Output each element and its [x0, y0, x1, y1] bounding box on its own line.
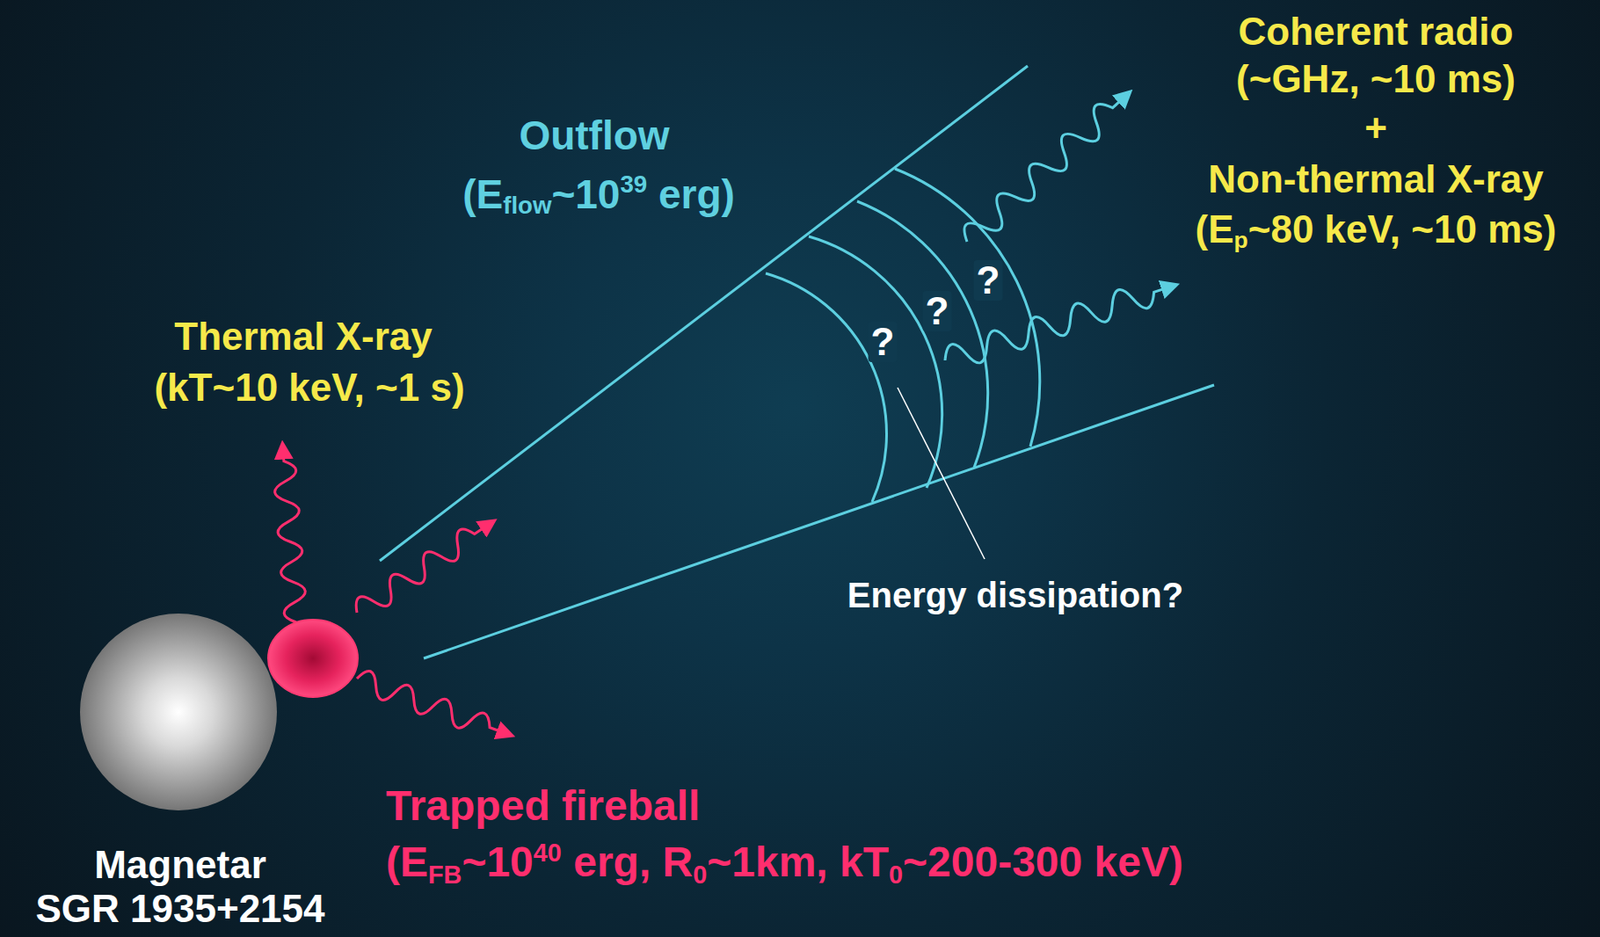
emission-title: Thermal X-ray — [174, 314, 432, 360]
emission-parameters: (~GHz, ~10 ms) — [1236, 57, 1516, 102]
fireball-title: Trapped fireball — [385, 781, 700, 830]
trapped-fireball-shape — [268, 619, 358, 698]
dissipation-note: Energy dissipation? — [847, 574, 1184, 616]
subscript: flow — [502, 191, 552, 219]
leader-line — [897, 387, 985, 560]
subscript: p — [1234, 226, 1249, 254]
outflow-shell — [894, 168, 1040, 447]
question-mark: ? — [923, 290, 953, 332]
photon-wave — [353, 668, 511, 745]
emission-parameters: (kT~10 keV, ~1 s) — [153, 365, 465, 411]
trapped-fireball-outline — [266, 618, 360, 699]
magnetar-name: Magnetar — [94, 843, 267, 888]
magnetar-sphere: MagnetarSGR 1935+2154 — [79, 612, 278, 812]
emission-title: Coherent radio — [1238, 9, 1514, 55]
outflow-energy: (Eflow~1039 erg) — [462, 171, 735, 219]
photon-wave — [271, 449, 308, 624]
emission-wave — [958, 86, 1135, 252]
trapped-fireball: Trapped fireball(EFB~1040 erg, R0~1km, k… — [266, 618, 360, 699]
outflow-shell — [808, 236, 943, 488]
subscript: 0 — [888, 860, 903, 889]
outflow-title: Outflow — [518, 112, 670, 160]
outflow-shell — [765, 273, 887, 502]
emission-title: Non-thermal X-ray — [1207, 157, 1543, 203]
magnetar-sphere-outline — [79, 612, 278, 812]
fireball-parameters: (EFB~1040 erg, R0~1km, kT0~200-300 keV) — [385, 837, 1184, 887]
magnetar-sphere-shape — [80, 613, 277, 811]
subscript: FB — [428, 860, 462, 889]
outflow-cone-edge — [379, 65, 1028, 561]
superscript: 40 — [533, 838, 562, 867]
question-mark: ? — [868, 321, 898, 363]
superscript: 39 — [619, 170, 648, 198]
subscript: 0 — [692, 860, 707, 889]
question-mark: ? — [974, 260, 1004, 301]
photon-wave — [350, 515, 496, 623]
magnetar-designation: SGR 1935+2154 — [35, 887, 325, 932]
plus-sign: + — [1364, 106, 1388, 152]
emission-parameters: (Ep~80 keV, ~10 ms) — [1195, 207, 1557, 253]
outflow-cone-edge — [423, 385, 1215, 659]
